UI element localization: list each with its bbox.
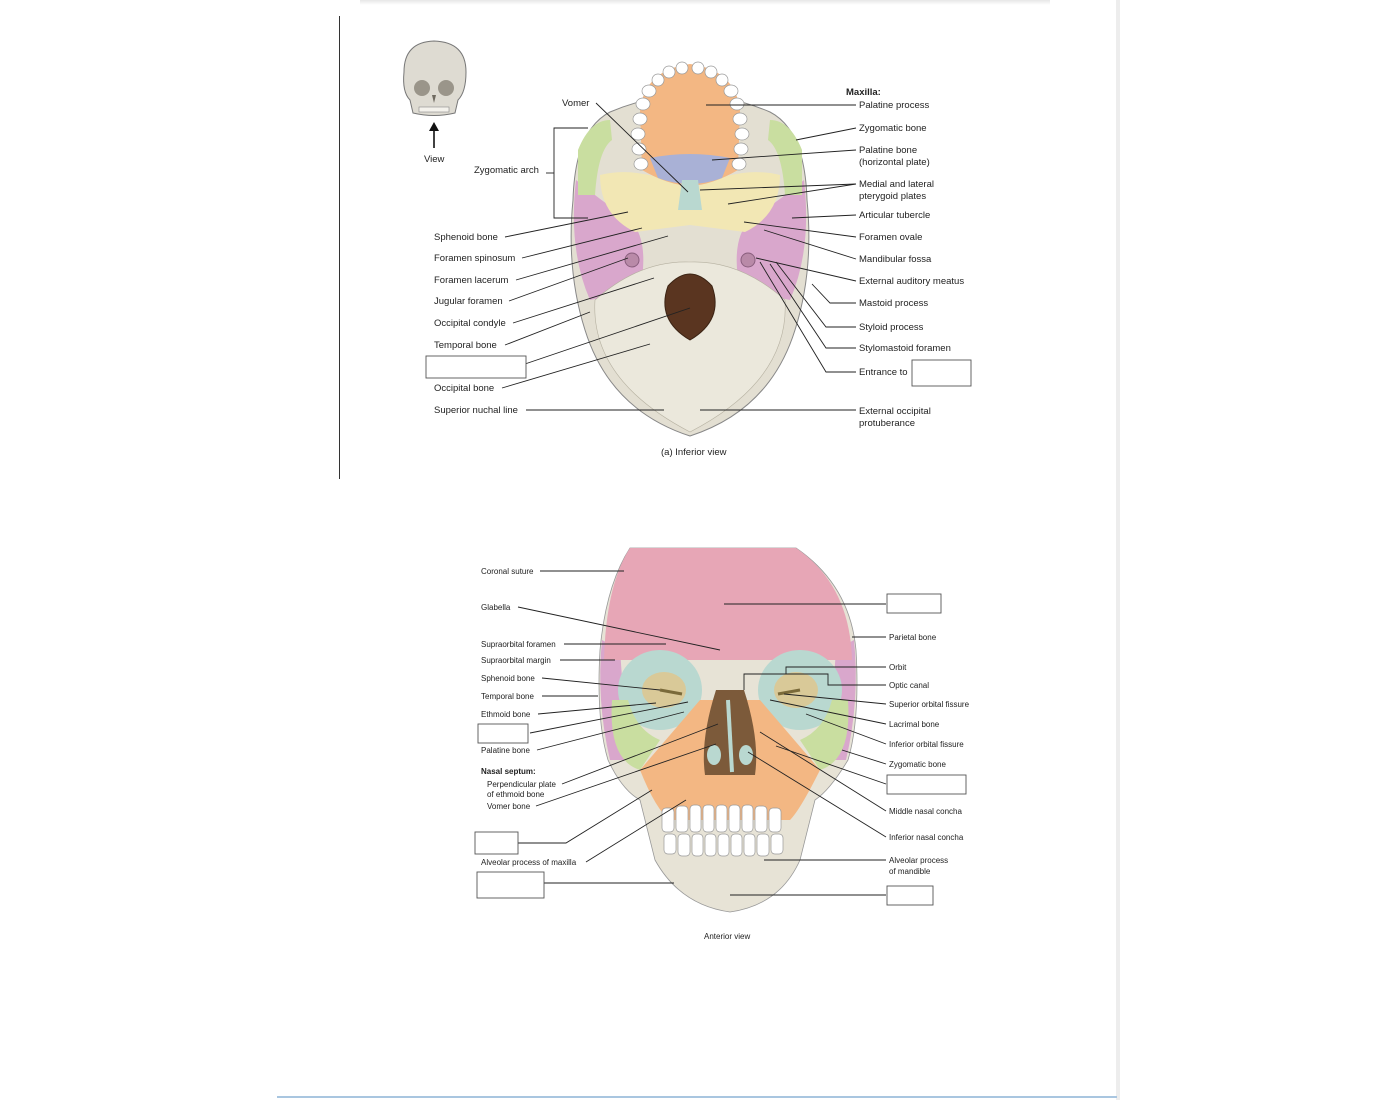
inferior-right-labels: Maxilla: Palatine process Zygomatic bone… bbox=[846, 87, 964, 429]
label-alveolar-process-mandible: Alveolar process bbox=[889, 856, 948, 865]
temporal-left bbox=[573, 180, 644, 300]
label-protuberance: protuberance bbox=[859, 418, 915, 429]
label-foramen-ovale: Foramen ovale bbox=[859, 232, 922, 243]
label-alveolar-process-maxilla: Alveolar process of maxilla bbox=[481, 858, 577, 867]
label-middle-nasal-concha: Middle nasal concha bbox=[889, 807, 962, 816]
label-maxilla-header: Maxilla: bbox=[846, 87, 881, 98]
label-palatine-bone: Palatine bone bbox=[859, 145, 917, 156]
anterior-left-leaders bbox=[517, 570, 721, 884]
label-ethmoid-bone: Ethmoid bone bbox=[481, 710, 531, 719]
label-palatine-bone-2: (horizontal plate) bbox=[859, 157, 930, 168]
label-temporal-bone: Temporal bone bbox=[434, 340, 497, 351]
anterior-view-title: Anterior view bbox=[704, 932, 750, 941]
left-rule bbox=[339, 16, 340, 479]
label-external-occipital: External occipital bbox=[859, 406, 931, 417]
inferior-left-labels: Zygomatic arch Sphenoid bone Foramen spi… bbox=[434, 98, 589, 416]
zygomatic-arch-right bbox=[768, 120, 802, 195]
label-inferior-nasal-concha: Inferior nasal concha bbox=[889, 833, 964, 842]
inferior-left-leaders bbox=[501, 102, 691, 411]
anterior-left-labels: Coronal suture Glabella Supraorbital for… bbox=[481, 567, 577, 867]
answer-box-anterior-left-3[interactable] bbox=[476, 871, 545, 899]
label-occipital-condyle: Occipital condyle bbox=[434, 318, 506, 329]
temporal-right bbox=[736, 180, 807, 300]
anterior-teeth bbox=[661, 804, 784, 857]
thumbnail-view-label: View bbox=[424, 154, 445, 165]
label-external-auditory-meatus: External auditory meatus bbox=[859, 276, 964, 287]
label-nasal-septum: Nasal septum: bbox=[481, 767, 536, 776]
label-supraorbital-margin: Supraorbital margin bbox=[481, 656, 551, 665]
thumbnail-skull-icon bbox=[403, 40, 467, 116]
inferior-view-title: (a) Inferior view bbox=[661, 447, 727, 458]
scrollbar-track[interactable] bbox=[1116, 0, 1120, 1100]
palatine-horizontal-plate bbox=[650, 154, 730, 184]
label-lacrimal-bone: Lacrimal bone bbox=[889, 720, 940, 729]
bottom-divider bbox=[277, 1096, 1117, 1098]
label-inferior-orbital-fissure: Inferior orbital fissure bbox=[889, 740, 964, 749]
anterior-skull-drawing bbox=[598, 547, 858, 913]
label-temporal-bone-ant: Temporal bone bbox=[481, 692, 534, 701]
label-vomer-bone: Vomer bone bbox=[487, 802, 531, 811]
inferior-skull-drawing bbox=[570, 61, 810, 437]
answer-box-anterior-right-3[interactable] bbox=[886, 885, 934, 906]
view-thumbnail: View bbox=[403, 40, 467, 165]
vomer bbox=[678, 180, 702, 210]
label-styloid-process: Styloid process bbox=[859, 322, 924, 333]
label-foramen-lacerum: Foramen lacerum bbox=[434, 275, 509, 286]
anterior-right-labels: Parietal bone Orbit Optic canal Superior… bbox=[889, 633, 970, 876]
label-alveolar-process-mandible-2: of mandible bbox=[889, 867, 931, 876]
answer-box-anterior-right-2[interactable] bbox=[886, 774, 967, 795]
anterior-right-leaders bbox=[724, 603, 887, 896]
label-foramen-spinosum: Foramen spinosum bbox=[434, 253, 515, 264]
label-glabella: Glabella bbox=[481, 603, 511, 612]
answer-box-anterior-left-1[interactable] bbox=[477, 723, 529, 744]
label-superior-orbital-fissure: Superior orbital fissure bbox=[889, 700, 970, 709]
label-occipital-bone: Occipital bone bbox=[434, 383, 494, 394]
label-zygomatic-arch: Zygomatic arch bbox=[474, 165, 539, 176]
zygomatic-arch-left bbox=[578, 120, 612, 195]
label-supraorbital-foramen: Supraorbital foramen bbox=[481, 640, 556, 649]
answer-box-anterior-left-2[interactable] bbox=[474, 831, 519, 855]
label-zygomatic-bone-ant: Zygomatic bone bbox=[889, 760, 946, 769]
label-palatine-process: Palatine process bbox=[859, 100, 929, 111]
top-shadow bbox=[360, 0, 1050, 5]
answer-box-inferior-right[interactable] bbox=[911, 359, 972, 387]
zygomatic-left bbox=[611, 700, 660, 770]
label-orbit: Orbit bbox=[889, 663, 907, 672]
label-zygomatic-bone: Zygomatic bone bbox=[859, 123, 927, 134]
label-coronal-suture: Coronal suture bbox=[481, 567, 534, 576]
label-pterygoid-plates-2: pterygoid plates bbox=[859, 191, 926, 202]
label-mastoid-process: Mastoid process bbox=[859, 298, 928, 309]
label-optic-canal: Optic canal bbox=[889, 681, 929, 690]
zygomatic-arch-bracket bbox=[546, 127, 588, 219]
label-pterygoid-plates: Medial and lateral bbox=[859, 179, 934, 190]
upper-teeth bbox=[630, 61, 750, 171]
answer-box-anterior-right-1[interactable] bbox=[886, 593, 942, 614]
label-parietal-bone: Parietal bone bbox=[889, 633, 937, 642]
label-jugular-foramen: Jugular foramen bbox=[434, 296, 503, 307]
inferior-right-leaders bbox=[699, 104, 857, 411]
label-entrance-to: Entrance to bbox=[859, 367, 908, 378]
occipital-bone bbox=[594, 261, 786, 433]
label-vomer: Vomer bbox=[562, 98, 589, 109]
maxilla-palate bbox=[640, 64, 740, 186]
label-superior-nuchal-line: Superior nuchal line bbox=[434, 405, 518, 416]
label-perpendicular-plate-2: of ethmoid bone bbox=[487, 790, 545, 799]
zygomatic-right bbox=[800, 700, 849, 770]
label-stylomastoid-foramen: Stylomastoid foramen bbox=[859, 343, 951, 354]
label-sphenoid-bone-ant: Sphenoid bone bbox=[481, 674, 535, 683]
label-mandibular-fossa: Mandibular fossa bbox=[859, 254, 932, 265]
answer-box-inferior-left[interactable] bbox=[425, 355, 527, 379]
label-sphenoid-bone: Sphenoid bone bbox=[434, 232, 498, 243]
label-perpendicular-plate: Perpendicular plate bbox=[487, 780, 556, 789]
label-articular-tubercle: Articular tubercle bbox=[859, 210, 930, 221]
label-palatine-bone-ant: Palatine bone bbox=[481, 746, 530, 755]
